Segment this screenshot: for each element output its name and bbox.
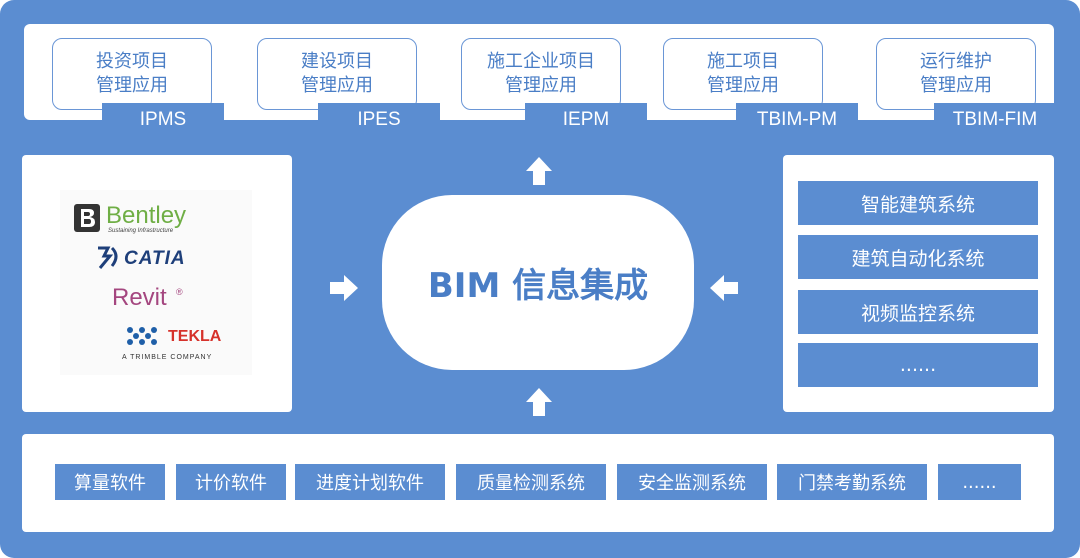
tool-item: 安全监测系统 [617, 464, 767, 500]
tool-item: 算量软件 [55, 464, 165, 500]
bentley-wordmark: Bentley [106, 202, 187, 229]
app-tag: IPES [318, 103, 440, 137]
tekla-logo-icon [127, 327, 157, 345]
tool-item: 质量检测系统 [456, 464, 606, 500]
software-logos: Bentley Sustaining Infrastructure CATIA … [60, 190, 252, 375]
app-card-title: 施工项目 管理应用 [663, 38, 823, 110]
bim-integration-hub: BIM 信息集成 [382, 195, 694, 370]
system-item: 视频监控系统 [798, 290, 1038, 334]
app-card-title: 投资项目 管理应用 [52, 38, 212, 110]
tool-item-more: ...... [938, 464, 1021, 500]
tekla-wordmark: TEKLA [168, 328, 222, 345]
system-item: 建筑自动化系统 [798, 235, 1038, 279]
app-card-title: 施工企业项目 管理应用 [461, 38, 621, 110]
registered-mark: ® [176, 287, 183, 297]
app-tag: IEPM [525, 103, 647, 137]
app-card-title: 建设项目 管理应用 [257, 38, 417, 110]
app-tag: TBIM-PM [736, 103, 858, 137]
arrow-up-icon [526, 157, 552, 185]
catia-3ds-icon [98, 246, 118, 269]
tool-item: 计价软件 [176, 464, 286, 500]
arrow-right-icon [330, 275, 358, 301]
tekla-tagline: A TRIMBLE COMPANY [122, 354, 213, 361]
tool-item: 进度计划软件 [295, 464, 445, 500]
bentley-tagline: Sustaining Infrastructure [108, 228, 174, 234]
bentley-logo-icon [74, 204, 100, 232]
arrow-left-icon [710, 275, 738, 301]
tool-item: 门禁考勤系统 [777, 464, 927, 500]
app-card-title: 运行维护 管理应用 [876, 38, 1036, 110]
app-tag: TBIM-FIM [934, 103, 1056, 137]
arrow-up-icon [526, 388, 552, 416]
catia-wordmark: CATIA [124, 248, 186, 269]
system-item-more: ...... [798, 343, 1038, 387]
revit-wordmark: Revit [112, 284, 167, 311]
app-tag: IPMS [102, 103, 224, 137]
system-item: 智能建筑系统 [798, 181, 1038, 225]
